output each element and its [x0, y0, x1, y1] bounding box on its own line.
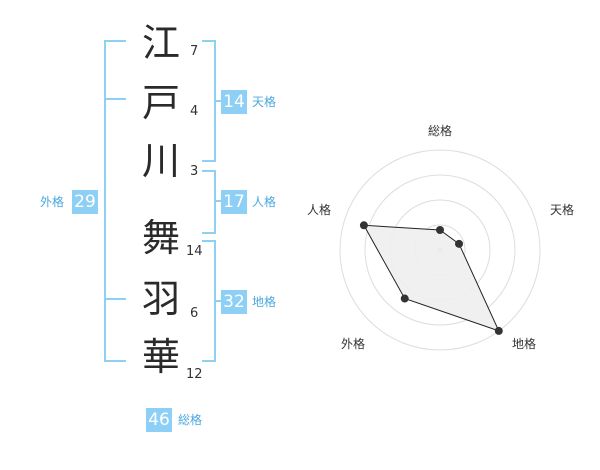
tenkaku-connector [214, 100, 222, 102]
name-char-5: 羽 [141, 277, 180, 321]
stroke-count-3: 3 [190, 164, 199, 179]
radar-ring [339, 149, 541, 351]
gaikaku-bracket [104, 40, 126, 362]
radar-label-jinkaku: 人格 [306, 203, 331, 217]
stroke-count-5: 6 [190, 306, 199, 321]
gaikaku-value: 29 [72, 190, 98, 214]
radar-ring [364, 174, 516, 326]
radar-label-tenkaku: 天格 [549, 203, 574, 217]
bracket-tick [104, 298, 126, 300]
name-char-4: 舞 [141, 216, 180, 260]
jinkaku-bracket [202, 170, 216, 234]
stroke-count-4: 14 [186, 244, 203, 259]
chikaku-connector [214, 300, 222, 302]
stroke-count-2: 4 [190, 104, 199, 119]
bracket-tick [104, 98, 126, 100]
radar-point-5 [359, 221, 368, 230]
radar-point-1 [436, 226, 444, 234]
radar-point-4 [400, 294, 409, 303]
radar-label-soukaku: 総格 [427, 124, 452, 138]
radar-polygon [363, 224, 500, 332]
name-char-6: 華 [141, 335, 180, 379]
tenkaku-value: 14 [221, 90, 247, 114]
stroke-count-6: 12 [186, 367, 203, 382]
radar-point-3 [494, 326, 503, 335]
soukaku-value: 46 [146, 408, 172, 432]
tenkaku-label: 天格 [252, 95, 277, 109]
chikaku-label: 地格 [252, 295, 277, 309]
gaikaku-label: 外格 [40, 195, 65, 209]
stroke-count-1: 7 [190, 44, 199, 59]
chikaku-value: 32 [221, 290, 247, 314]
fortune-radar-chart [339, 149, 541, 351]
radar-label-chikaku: 地格 [511, 337, 536, 351]
jinkaku-value: 17 [221, 190, 247, 214]
soukaku-label: 総格 [178, 413, 203, 427]
name-char-2: 戸 [141, 81, 180, 125]
name-char-3: 川 [141, 139, 180, 183]
radar-label-gaikaku: 外格 [340, 337, 365, 351]
jinkaku-label: 人格 [252, 195, 277, 209]
name-char-1: 江 [141, 21, 180, 65]
jinkaku-connector [214, 200, 222, 202]
radar-point-2 [455, 239, 464, 248]
